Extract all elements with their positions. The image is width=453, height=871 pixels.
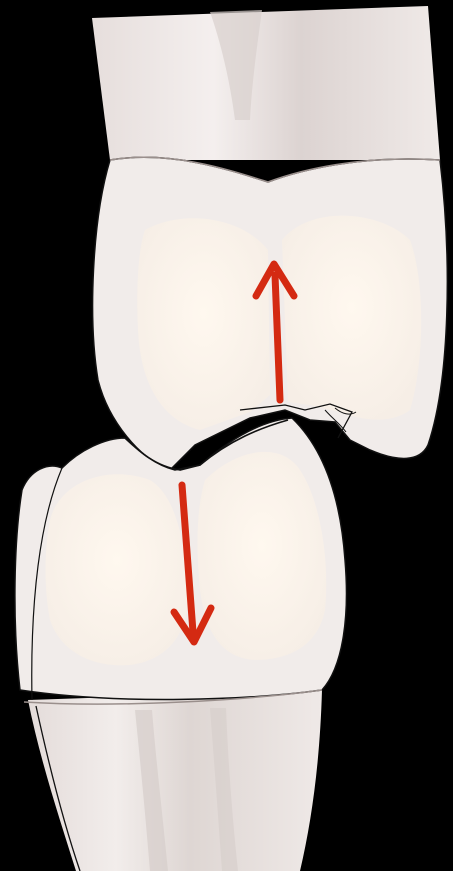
lower-crown-lobe-right (197, 452, 326, 660)
upper-crown-lobe-right (282, 216, 421, 420)
upper-crown-lobe-left (137, 218, 270, 430)
upper-tooth-root (92, 6, 440, 160)
upper-tooth (92, 6, 447, 470)
lower-crown-lobe-left (46, 474, 189, 665)
lower-tooth-root (28, 690, 322, 871)
